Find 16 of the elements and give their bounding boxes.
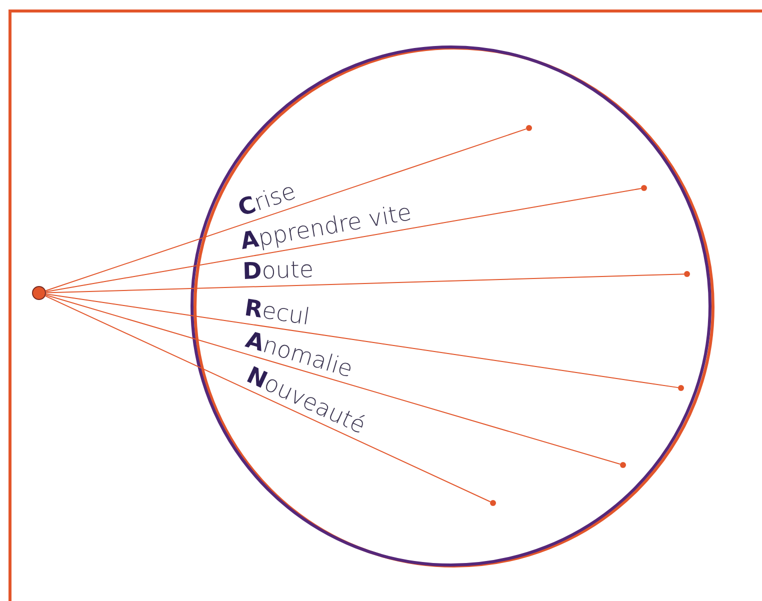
edge-label: Doute: [242, 258, 314, 284]
ray-line: [45, 128, 527, 292]
ray-line: [45, 188, 642, 292]
ray-line: [44, 295, 491, 502]
edge-label: Recul: [243, 298, 312, 330]
ray-line: [45, 294, 679, 388]
end-dot: [678, 385, 684, 391]
edge-label: Crise: [236, 180, 299, 221]
end-dot: [620, 462, 626, 468]
ray-line: [46, 274, 684, 294]
ray-line: [45, 294, 621, 465]
end-dot: [684, 271, 690, 277]
end-dot: [490, 500, 496, 506]
end-dot: [641, 185, 647, 191]
end-dot: [526, 125, 532, 131]
origin-dot: [32, 286, 46, 300]
